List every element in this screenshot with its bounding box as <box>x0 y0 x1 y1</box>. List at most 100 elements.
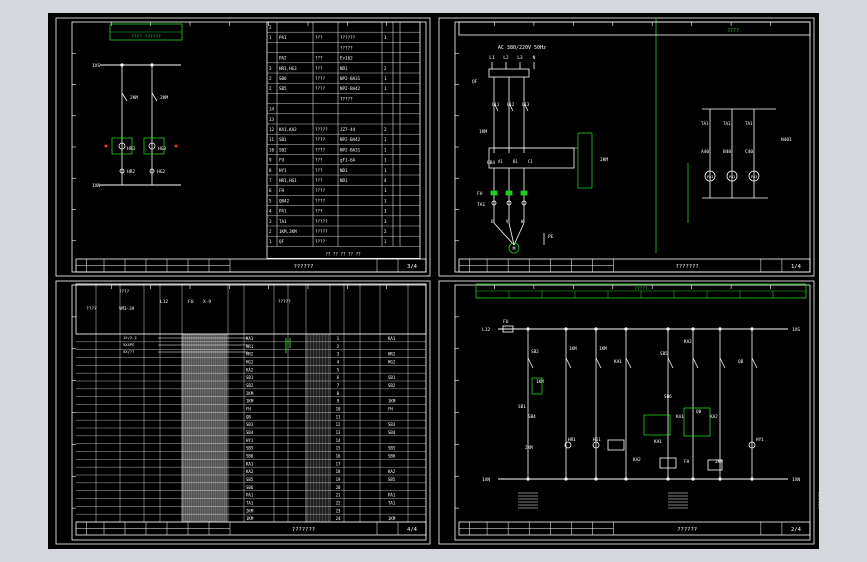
bus-label: 1XS <box>92 63 100 69</box>
drawing-sheet: ??????3/4???????1/4???????4/4??????2/4??… <box>48 13 838 549</box>
phase-label: C1 <box>528 159 533 164</box>
relay-box <box>643 414 671 436</box>
ct-label: TA1 <box>701 121 709 126</box>
contact-label: 2KM <box>160 95 168 101</box>
terminal-number: 5 <box>337 367 340 372</box>
row-label-far: SB2 <box>388 383 396 388</box>
phase-label: L3 <box>517 55 523 61</box>
meter-label: A40 <box>701 149 709 155</box>
bom-cell: 1 <box>269 239 272 244</box>
bom-cell: 1 <box>384 168 387 173</box>
component-label: 1KM <box>599 346 607 352</box>
component-label: SB4 <box>528 414 536 420</box>
terminal-number: 13 <box>336 430 341 435</box>
junction-dot <box>666 327 670 331</box>
bom-cell: 1 <box>384 137 387 142</box>
title-block-name: ??????? <box>292 527 315 533</box>
bom-cell: 1 <box>269 35 272 40</box>
motor-label: M <box>513 246 516 252</box>
bom-cell: NP2-BA31 <box>340 147 361 152</box>
row-label-far: SB6 <box>388 454 396 459</box>
bus-label: 1XN <box>792 477 800 483</box>
meter-label: B40 <box>723 149 731 155</box>
bom-cell: 1 <box>384 188 387 193</box>
table-header-text: X-9 <box>203 299 211 305</box>
row-label-right: HG2 <box>246 360 254 365</box>
bom-cell: ???? <box>315 76 326 81</box>
bus-label: 1XN <box>482 477 490 483</box>
terminal-number: 17 <box>336 461 341 466</box>
terminal-label: V <box>506 219 509 224</box>
terminal-number: 11 <box>336 414 341 419</box>
contact-symbol <box>565 357 572 369</box>
header-text: ????? <box>634 286 648 292</box>
bom-cell: 1 <box>384 209 387 214</box>
phase-label: L2 <box>503 55 509 61</box>
row-label-right: 2KM <box>246 508 254 513</box>
bom-cell: HR3,HG3 <box>279 66 297 71</box>
terminal-number: 2 <box>337 344 340 349</box>
header-text: ???? ?????? <box>131 34 161 40</box>
row-label-far: PA1 <box>388 493 396 498</box>
marker-dot <box>104 144 108 148</box>
row-label-right: SB6 <box>246 485 254 490</box>
motor-lead <box>493 222 515 246</box>
row-label-left: 1X/2-2 <box>123 335 137 340</box>
relay-box <box>683 407 711 437</box>
row-label-right: KA2 <box>246 367 254 372</box>
bom-cell: FH <box>279 188 285 193</box>
bom-cell: KA1,KA2 <box>279 127 297 132</box>
phase-label: L1 <box>489 55 495 61</box>
coil-symbol <box>707 459 723 471</box>
relay-label: FH <box>477 191 483 197</box>
row-label-far: SB5 <box>388 477 396 482</box>
junction-dot <box>718 327 722 331</box>
bom-cell: ???? <box>315 147 326 152</box>
motor-lead <box>508 222 515 246</box>
row-label-far: HG2 <box>388 360 396 365</box>
row-label-far: KA1 <box>388 336 396 341</box>
terminal-number: 12 <box>336 422 341 427</box>
junction-dot <box>691 477 695 481</box>
contact-label: 2KM <box>130 95 138 101</box>
bom-cell: ???? <box>315 137 326 142</box>
contactor-label: 2KM <box>600 157 608 163</box>
contactor-label: 1KM <box>479 129 487 135</box>
bom-cell: 14 <box>269 107 275 112</box>
component-label: SB2 <box>531 349 539 355</box>
terminal-number: 19 <box>336 477 341 482</box>
terminal-number: 9 <box>337 399 340 404</box>
junction-dot <box>624 327 628 331</box>
bom-cell: TA1 <box>279 219 287 224</box>
bom-cell: 2 <box>384 66 387 71</box>
ammeter-symbol <box>748 170 760 182</box>
bom-cell: 2 <box>269 76 272 81</box>
bom-cell: ??? <box>315 66 323 71</box>
contactor-symbol <box>508 102 514 112</box>
row-label-far: FH <box>388 407 393 412</box>
row-label-far: SB1 <box>388 375 396 380</box>
lamp-symbol <box>748 441 756 449</box>
component-label: 2KM <box>715 459 723 465</box>
bom-cell: 2 <box>269 229 272 234</box>
ct-symbol <box>506 200 512 206</box>
supply-label: AC 380/220V 50Hz <box>498 45 546 51</box>
phase-label: L13 <box>522 102 530 107</box>
panel-top-left-frame <box>55 17 431 277</box>
bom-cell: FU <box>279 158 285 163</box>
bom-cell: 1 <box>384 158 387 163</box>
lamp-box <box>143 137 165 155</box>
bom-cell: ????? <box>340 45 353 50</box>
bom-cell: ND1 <box>340 168 348 173</box>
row-label-right: SB3 <box>246 422 254 427</box>
row-label-far: SB5 <box>388 446 396 451</box>
row-label-far: TA1 <box>388 501 396 506</box>
terminal-number: 18 <box>336 469 341 474</box>
junction-dot <box>691 327 695 331</box>
bom-cell: PA2 <box>279 56 287 61</box>
contact-symbol <box>692 357 699 369</box>
panel-bottom-left-frame <box>55 280 431 545</box>
phase-label: B1 <box>513 159 518 164</box>
bom-cell: 3 <box>384 219 387 224</box>
ammeter-label: PA2 <box>729 175 735 179</box>
